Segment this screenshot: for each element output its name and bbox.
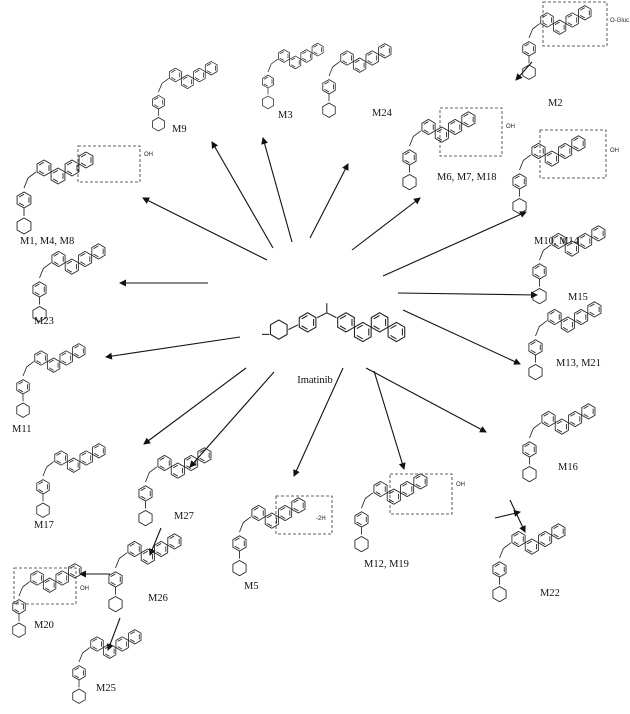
mol-m15 [532, 225, 606, 305]
arrow-9 [105, 336, 241, 360]
label-m10-m14: M10, M14 [534, 236, 580, 247]
box-m2-group: O-Gluc [610, 18, 629, 24]
arrow-4 [351, 197, 421, 251]
box-m12 [389, 473, 453, 515]
label-m9: M9 [172, 124, 187, 135]
mol-m26 [108, 533, 182, 613]
arrow-15 [373, 370, 406, 470]
label-m22: M22 [540, 588, 560, 599]
label-m12-m19: M12, M19 [364, 559, 409, 570]
label-m16: M16 [558, 462, 578, 473]
arrow-21 [515, 61, 533, 81]
label-m23: M23 [34, 316, 54, 327]
mol-m2 [522, 5, 592, 80]
arrows [79, 61, 538, 651]
arrow-12 [143, 367, 247, 445]
mol-m24 [322, 43, 392, 118]
label-m24: M24 [372, 108, 393, 119]
mol-m17 [36, 443, 106, 518]
box-m20-group: OH [80, 586, 89, 592]
mol-m10 [512, 135, 586, 215]
label-m11: M11 [12, 424, 31, 435]
box-m10 [539, 129, 607, 179]
mol-m16 [522, 403, 596, 483]
arrow-1 [261, 137, 293, 243]
mol-m22 [492, 523, 566, 603]
label-m17: M17 [34, 520, 54, 531]
arrow-17 [149, 527, 162, 556]
arrow-10 [402, 309, 521, 365]
label-m20: M20 [34, 620, 54, 631]
label-m6-m7-m18: M6, M7, M18 [437, 172, 497, 183]
imatinib-structure [262, 303, 406, 343]
mol-m5 [232, 497, 306, 577]
box-m20 [13, 567, 77, 605]
mol-m20 [12, 563, 82, 638]
arrow-14 [293, 367, 344, 477]
arrow-19 [106, 617, 121, 651]
box-m2 [542, 1, 608, 47]
arrow-13 [189, 371, 275, 468]
label-m26: M26 [148, 593, 168, 604]
arrow-16 [509, 499, 526, 533]
label-m15: M15 [568, 292, 588, 303]
label-m13-m21: M13, M21 [556, 358, 601, 369]
mol-m12 [354, 473, 428, 553]
arrow-2 [211, 141, 274, 249]
box-m6 [439, 107, 503, 157]
mol-m3 [262, 42, 324, 110]
mol-m27 [138, 447, 212, 527]
arrow-7 [382, 211, 527, 277]
imatinib-label: Imatinib [297, 375, 333, 386]
box-m1 [77, 145, 141, 183]
mol-m1 [16, 151, 94, 235]
arrow-8 [397, 291, 538, 299]
box-m5-group: -2H [316, 516, 326, 522]
box-m12-group: OH [456, 482, 465, 488]
mol-m25 [72, 629, 142, 704]
mol-m23 [32, 243, 106, 323]
box-m1-group: OH [144, 152, 153, 158]
arrow-3 [309, 163, 349, 239]
mol-m9 [152, 60, 218, 132]
box-m10-group: OH [610, 148, 619, 154]
mol-m13 [528, 301, 602, 381]
label-m1-m4-m8: M1, M4, M8 [20, 236, 74, 247]
label-m3: M3 [278, 110, 293, 121]
mol-m6 [402, 111, 476, 191]
label-m27: M27 [174, 511, 194, 522]
mol-m11 [16, 343, 86, 418]
label-m2: M2 [548, 98, 563, 109]
arrow-5 [142, 197, 268, 261]
label-m5: M5 [244, 581, 259, 592]
box-m6-group: OH [506, 124, 515, 130]
box-m5 [275, 495, 333, 535]
arrow-11 [365, 367, 487, 433]
label-m25: M25 [96, 683, 116, 694]
arrow-20 [494, 509, 521, 519]
